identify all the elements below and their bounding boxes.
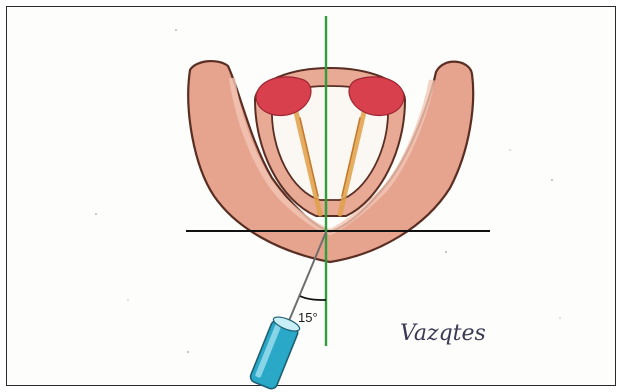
angle-arc [300,296,326,300]
artist-signature: Vazqtes [400,321,486,346]
angle-label: 15° [298,310,318,325]
syringe [249,314,302,390]
